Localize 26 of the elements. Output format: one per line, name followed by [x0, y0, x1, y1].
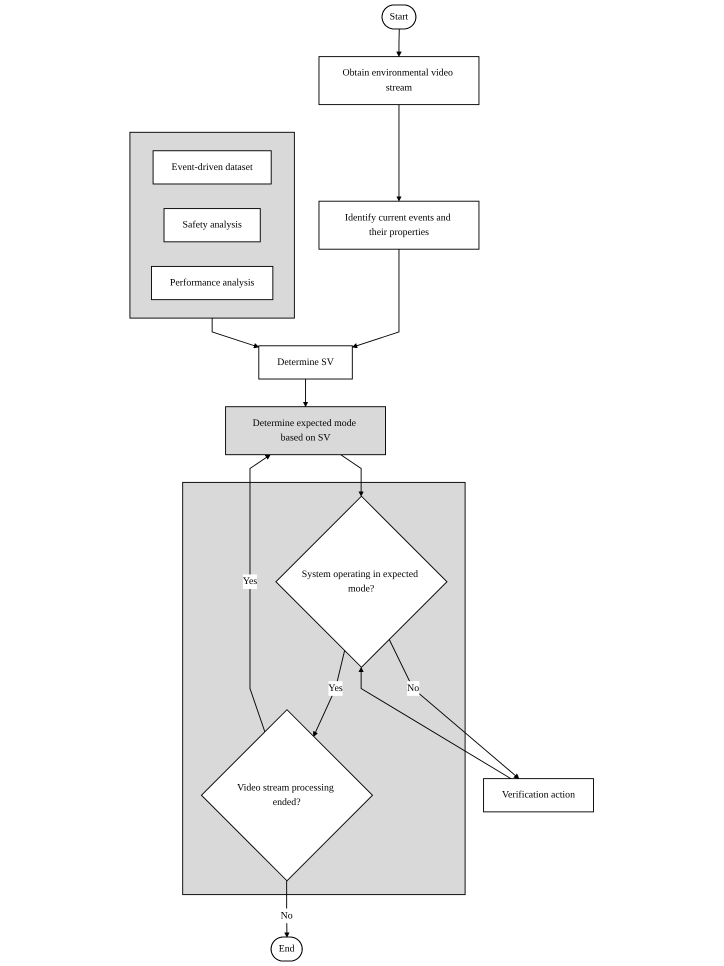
edge-label: Yes: [243, 576, 258, 587]
node-box: Performance analysis: [151, 266, 274, 300]
node-box: Determine expected mode based on SV: [225, 406, 386, 456]
arrow: [352, 248, 400, 348]
arrow: [303, 378, 309, 407]
arrow: [388, 638, 520, 779]
edge-label: No: [280, 910, 293, 921]
node-diamond: Video stream processing ended?: [201, 709, 374, 882]
node-box: Identify current events and their properties: [318, 200, 480, 250]
node-box: Verification action: [483, 778, 594, 812]
cluster: [182, 482, 466, 896]
node-box: Determine SV: [258, 345, 354, 380]
edge-label: No: [407, 682, 420, 694]
node-box: Safety analysis: [164, 208, 262, 242]
arrow: [358, 667, 512, 780]
arrow: [396, 104, 402, 202]
node-box: Event-driven dataset: [152, 150, 272, 184]
arrow: [313, 650, 346, 737]
arrow: [396, 28, 402, 57]
node-box: Obtain environmental video stream: [318, 56, 480, 106]
edge-label: Yes: [328, 682, 343, 694]
arrow: [340, 454, 364, 496]
arrow: [250, 454, 271, 732]
arrow: [212, 318, 260, 348]
cluster: [130, 132, 296, 319]
node-diamond: System operating in expected mode?: [276, 496, 448, 668]
